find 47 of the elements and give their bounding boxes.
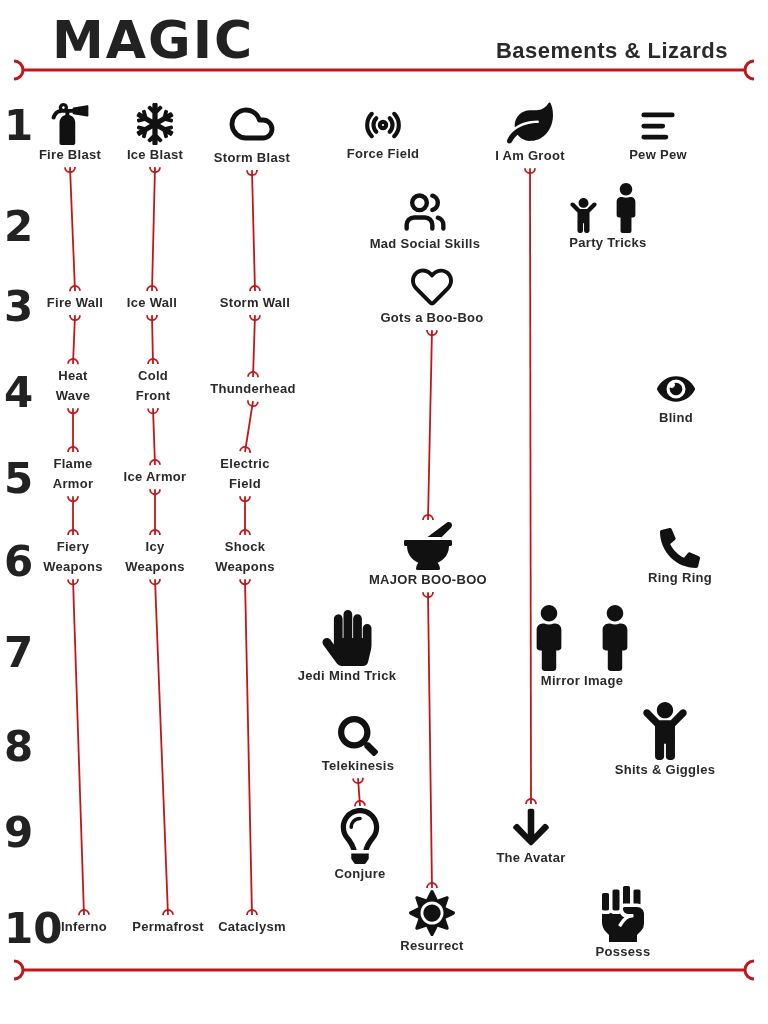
tier-number: 1 [4,105,34,147]
skill-label: Resurrect [400,937,464,955]
skill-label: Fiery Weapons [42,538,104,577]
title: MAGIC [52,14,255,66]
skill-label: Thunderhead [210,380,296,398]
subtitle: Basements & Lizards [495,40,728,62]
skill-label: Electric Field [219,455,271,494]
tier-number: 3 [4,286,34,328]
skill-label: Possess [595,943,651,961]
tier-number: 8 [4,726,34,768]
skill-label: Telekinesis [321,757,395,775]
skill-label: Ice Blast [126,146,184,164]
skill-label: Heat Wave [54,367,92,406]
skill-label: Ring Ring [647,569,713,587]
skill-label: Icy Weapons [124,538,186,577]
skill-label: Mirror Image [540,672,624,690]
skill-label: Shock Weapons [214,538,276,577]
skill-label: Gots a Boo-Boo [380,309,484,327]
skill-label: Ice Armor [123,468,187,486]
skill-label: MAJOR BOO-BOO [369,571,487,589]
skill-label: Fire Blast [38,146,102,164]
skill-label: Cataclysm [218,918,286,936]
skill-label: Fire Wall [46,294,104,312]
skill-label: Party Tricks [569,234,647,252]
skill-label: Force Field [346,145,420,163]
skill-label: Storm Wall [219,294,291,312]
skill-label: Flame Armor [51,455,95,494]
skill-label: Mad Social Skills [369,235,481,253]
tier-number: 5 [4,458,34,500]
skill-label: Cold Front [134,367,172,406]
tier-number: 10 [4,908,63,950]
skill-label: Conjure [334,865,386,883]
skill-label: Jedi Mind Trick [297,667,397,685]
tier-number: 4 [4,372,34,414]
skill-label: I Am Groot [495,147,565,165]
skill-label: The Avatar [496,849,566,867]
skill-label: Pew Pew [629,146,687,164]
skill-label: Shits & Giggles [614,761,716,779]
skill-label: Blind [659,409,693,427]
skill-label: Inferno [60,919,108,934]
tier-number: 6 [4,541,34,583]
tier-number: 7 [4,632,34,674]
tier-number: 2 [4,206,34,248]
skill-label: Permafrost [132,918,204,936]
skill-label: Ice Wall [126,294,178,312]
skill-label: Storm Blast [213,149,291,167]
tier-number: 9 [4,812,34,854]
